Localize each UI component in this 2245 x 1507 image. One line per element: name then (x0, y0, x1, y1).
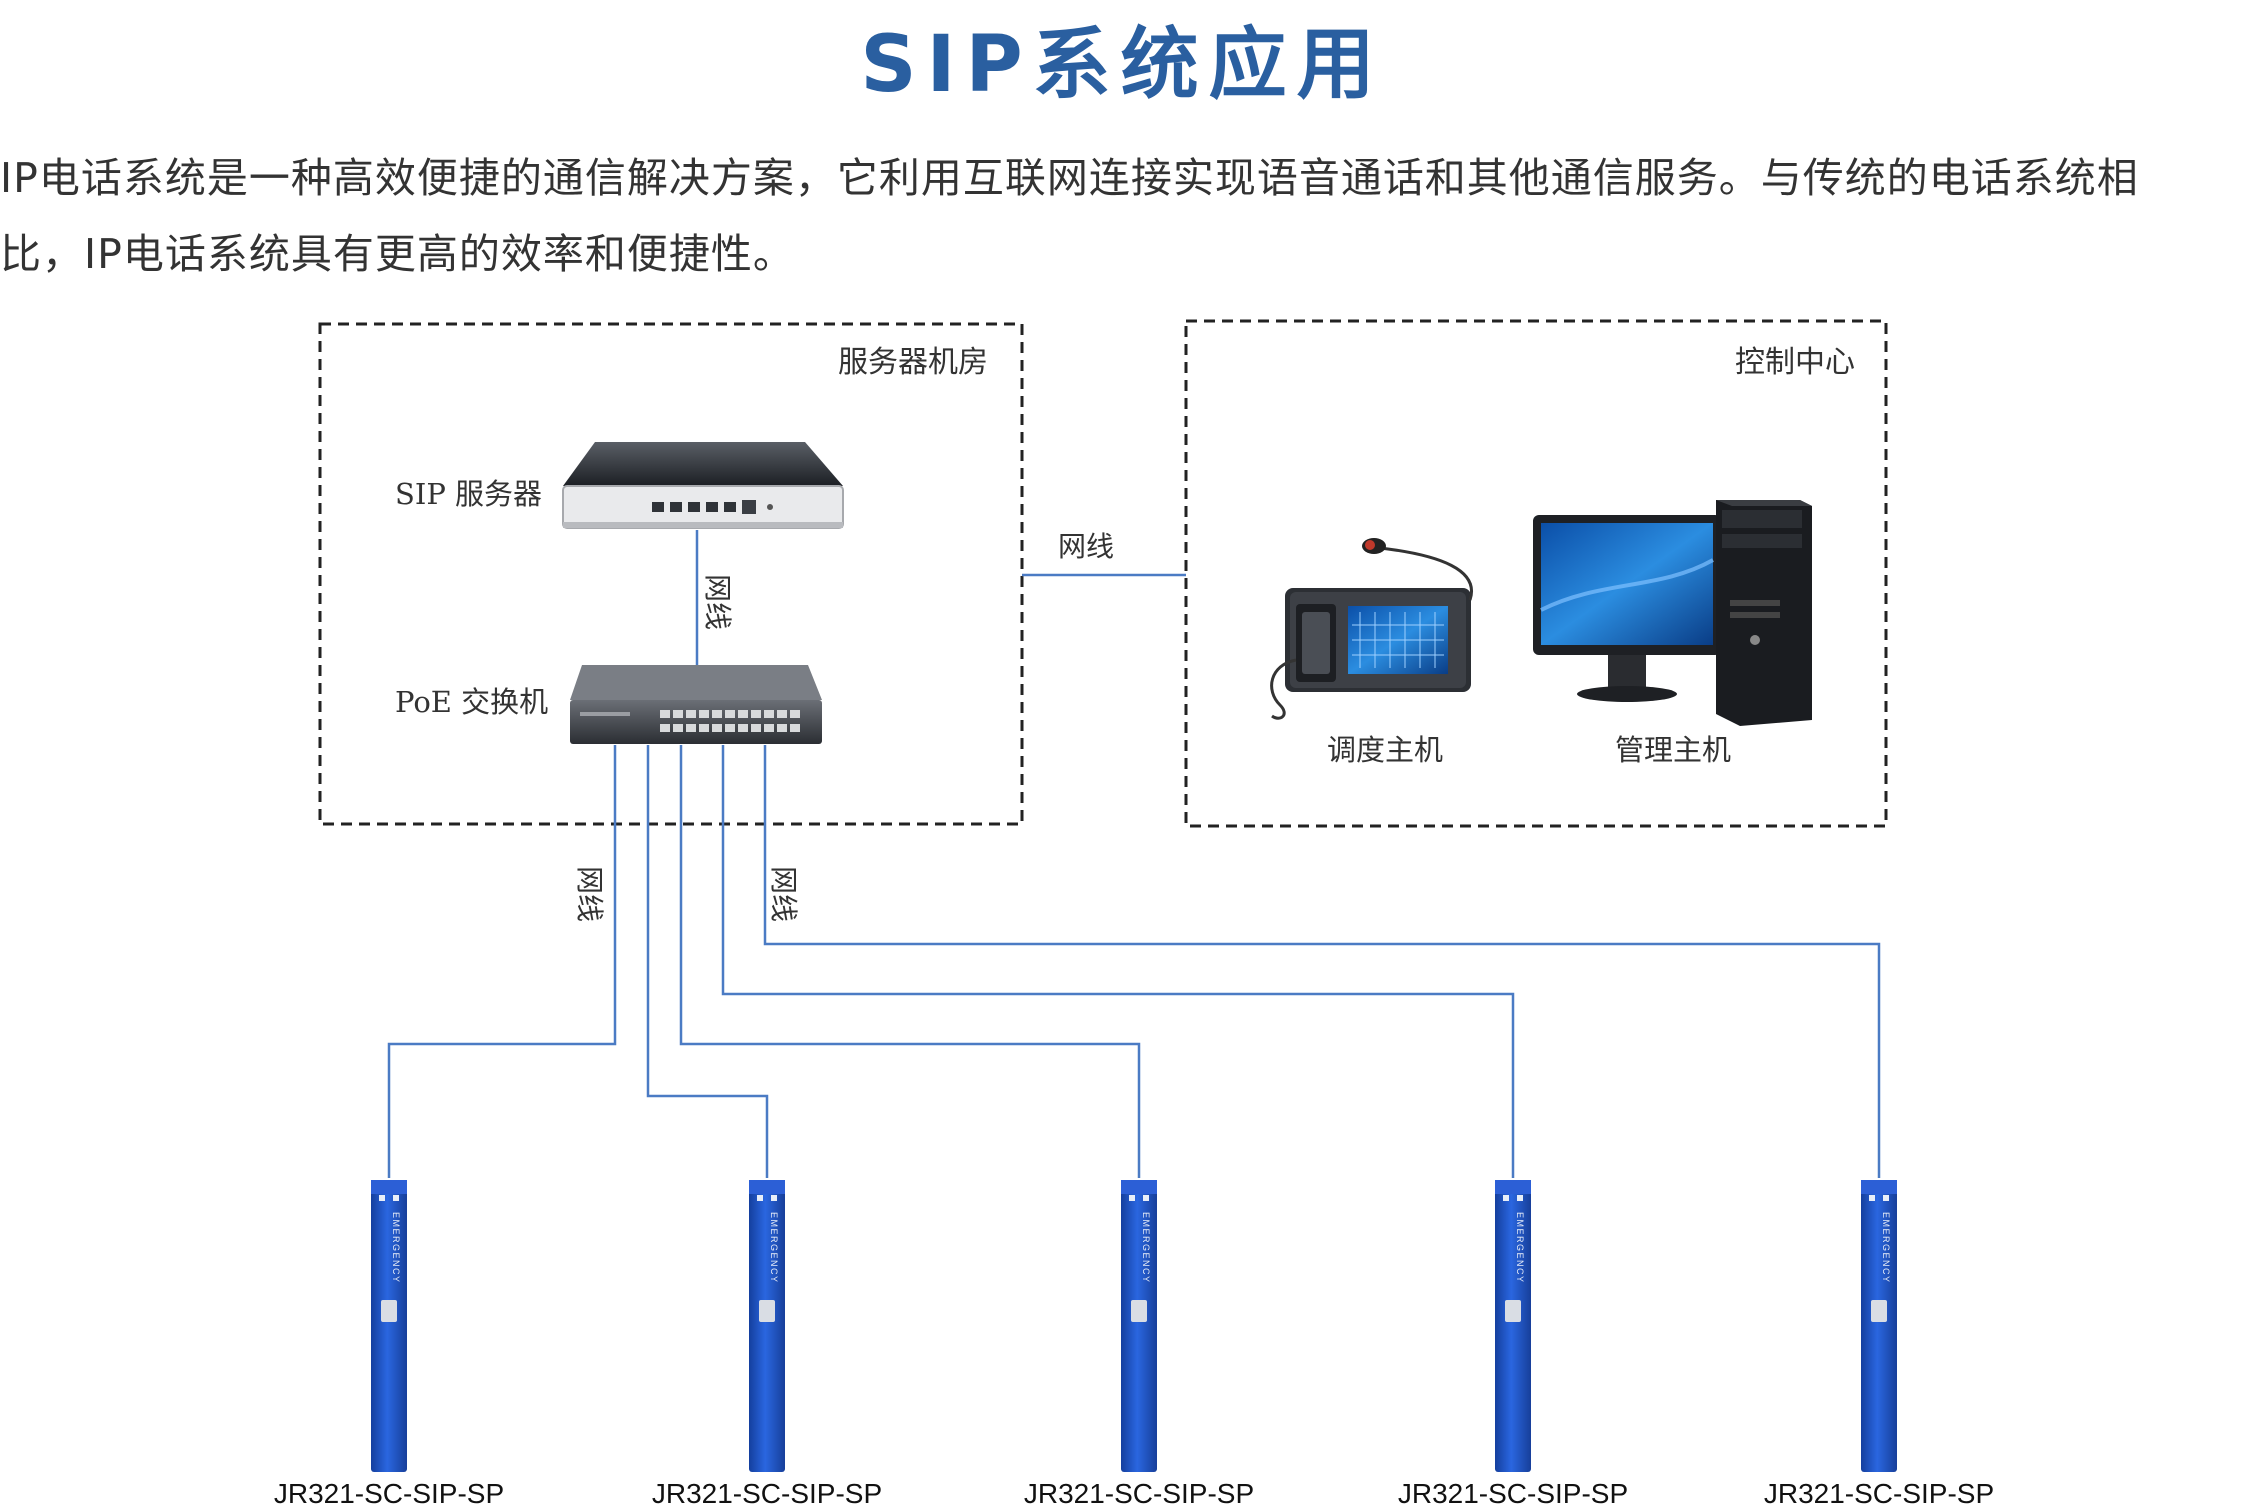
poe-switch-icon (570, 665, 822, 744)
terminal-model-label: JR321-SC-SIP-SP (652, 1478, 882, 1507)
wire-label-left: 网线 (573, 866, 606, 922)
sip-server-icon (562, 442, 844, 529)
wire-terminal-5 (763, 745, 1881, 1178)
sip-server-label: SIP 服务器 (395, 477, 542, 511)
page-title: SIP系统应用 (860, 20, 1385, 110)
desktop-computer-icon (1533, 500, 1812, 726)
server-room-label: 服务器机房 (838, 345, 988, 380)
terminal-model-label: JR321-SC-SIP-SP (1398, 1478, 1628, 1507)
dispatch-host-label: 调度主机 (1327, 733, 1443, 767)
emergency-pole-icon: EMERGENCY (749, 1180, 785, 1472)
server-room-zone (318, 322, 1024, 826)
control-center-label: 控制中心 (1735, 345, 1855, 380)
intro-line-1: IP电话系统是一种高效便捷的通信解决方案，它利用互联网连接实现语音通话和其他通信… (0, 154, 2139, 202)
terminal-model-label: JR321-SC-SIP-SP (1764, 1478, 1994, 1507)
wire-label-room-center: 网线 (1058, 530, 1114, 563)
wire-label-server-switch: 网线 (701, 574, 734, 630)
wire-terminal-2 (646, 745, 769, 1178)
emergency-pole-icon: EMERGENCY (1121, 1180, 1157, 1472)
emergency-badge-text: EMERGENCY (1515, 1212, 1525, 1284)
terminal-model-label: JR321-SC-SIP-SP (274, 1478, 504, 1507)
emergency-badge-text: EMERGENCY (391, 1212, 401, 1284)
wire-terminal-3 (679, 745, 1141, 1178)
emergency-pole-icon: EMERGENCY (1495, 1180, 1531, 1472)
wire-terminal-4 (721, 745, 1515, 1178)
terminal-group: EMERGENCY JR321-SC-SIP-SP EMERGENCY JR321-S… (274, 1180, 1994, 1507)
poe-switch-label: PoE 交换机 (395, 685, 548, 719)
management-host-label: 管理主机 (1615, 733, 1731, 767)
wire-label-right: 网线 (767, 866, 800, 922)
dispatch-console-icon (1270, 538, 1473, 720)
wire-terminal-1 (387, 745, 617, 1178)
emergency-badge-text: EMERGENCY (1881, 1212, 1891, 1284)
emergency-pole-icon: EMERGENCY (1861, 1180, 1897, 1472)
emergency-badge-text: EMERGENCY (769, 1212, 779, 1284)
intro-line-2: 比，IP电话系统具有更高的效率和便捷性。 (0, 230, 795, 278)
intro-paragraph: IP电话系统是一种高效便捷的通信解决方案，它利用互联网连接实现语音通话和其他通信… (0, 140, 2245, 292)
control-center-zone (1184, 319, 1888, 828)
terminal-model-label: JR321-SC-SIP-SP (1024, 1478, 1254, 1507)
emergency-badge-text: EMERGENCY (1141, 1212, 1151, 1284)
emergency-pole-icon: EMERGENCY (371, 1180, 407, 1472)
